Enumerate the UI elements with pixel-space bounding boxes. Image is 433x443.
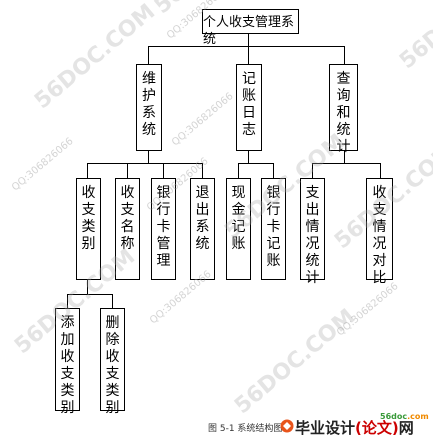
node-compare: 收支情况对比 [366, 178, 393, 286]
node-maintain-label: 维护系统 [142, 71, 156, 138]
node-cash: 现金记账 [226, 178, 251, 280]
node-expense-stats: 支出情况统计 [300, 178, 325, 286]
node-compare-label: 收支情况对比 [372, 185, 387, 286]
figure-caption: 图 5-1 系统结构图 [208, 424, 283, 434]
site-logo-icon [280, 419, 294, 433]
footer-brand-tail: 网 [398, 419, 414, 437]
node-bank: 银行卡记账 [261, 178, 286, 280]
root-label: 个人收支管理系统 [203, 15, 295, 47]
node-category-label: 收支类别 [81, 185, 96, 252]
footer-site: 56doc.com [380, 412, 429, 421]
node-maintain: 维护系统 [136, 64, 162, 151]
footer-brand-black: 毕业设计 [295, 419, 356, 437]
root-node: 个人收支管理系统 [202, 9, 299, 47]
node-delete-category-label: 删除收支类别 [105, 315, 120, 416]
footer-site-green: 56doc [380, 412, 408, 421]
node-journal: 记账日志 [236, 64, 262, 151]
node-query-label: 查询和统计 [336, 71, 351, 155]
footer-brand: 毕业设计(论文)网 [295, 417, 414, 438]
node-exit-label: 退出系统 [195, 185, 210, 252]
node-add-category: 添加收支类别 [55, 308, 80, 416]
node-category: 收支类别 [76, 178, 101, 280]
node-name-label: 收支名称 [120, 185, 135, 252]
footer-brand-red: (论文) [355, 419, 399, 437]
node-cash-label: 现金记账 [231, 185, 246, 252]
node-exit: 退出系统 [190, 178, 215, 280]
node-bankcard: 银行卡管理 [151, 178, 176, 280]
node-expense-stats-label: 支出情况统计 [305, 185, 320, 286]
node-bank-label: 银行卡记账 [266, 185, 281, 269]
node-bankcard-label: 银行卡管理 [156, 185, 171, 269]
node-name: 收支名称 [115, 178, 140, 280]
footer-site-orange: .com [407, 412, 429, 421]
node-journal-label: 记账日志 [242, 71, 256, 138]
node-add-category-label: 添加收支类别 [60, 315, 75, 416]
node-delete-category: 删除收支类别 [100, 308, 125, 416]
node-query: 查询和统计 [329, 64, 358, 155]
